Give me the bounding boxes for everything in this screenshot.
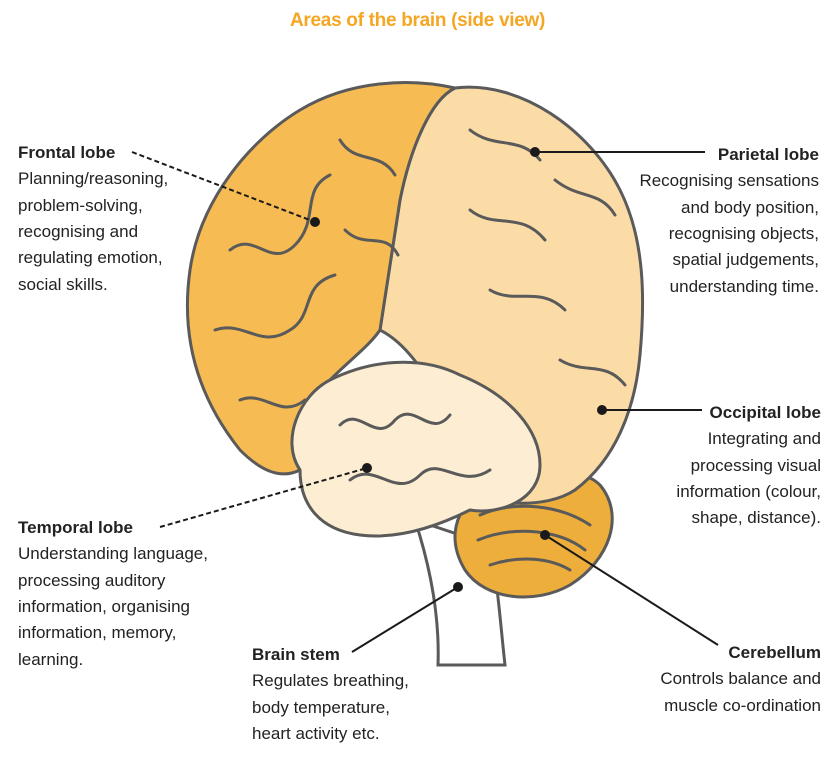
frontal-lobe-label: Frontal lobe Planning/reasoning, problem… <box>18 140 168 298</box>
cerebellum-pointer-dot <box>541 531 549 539</box>
temporal-pointer-dot <box>363 464 371 472</box>
frontal-lobe-name: Frontal lobe <box>18 140 168 166</box>
parietal-pointer-dot <box>531 148 539 156</box>
temporal-lobe-label: Temporal lobe Understanding language, pr… <box>18 515 208 673</box>
parietal-lobe-name: Parietal lobe <box>639 142 819 168</box>
parietal-lobe-label: Parietal lobe Recognising sensations and… <box>639 142 819 300</box>
temporal-lobe-name: Temporal lobe <box>18 515 208 541</box>
brain-stem-label: Brain stem Regulates breathing, body tem… <box>252 642 409 747</box>
brain-stem-desc: Regulates breathing, body temperature, h… <box>252 668 409 747</box>
cerebellum-pointer <box>545 535 718 645</box>
brain-stem-name: Brain stem <box>252 642 409 668</box>
occipital-lobe-desc: Integrating and processing visual inform… <box>676 426 821 531</box>
brainstem-pointer-dot <box>454 583 462 591</box>
parietal-lobe-desc: Recognising sensations and body position… <box>639 168 819 300</box>
occipital-pointer-dot <box>598 406 606 414</box>
occipital-lobe-label: Occipital lobe Integrating and processin… <box>676 400 821 532</box>
occipital-lobe-name: Occipital lobe <box>676 400 821 426</box>
cerebellum-desc: Controls balance and muscle co-ordinatio… <box>660 666 821 719</box>
frontal-pointer-dot <box>311 218 319 226</box>
cerebellum-label: Cerebellum Controls balance and muscle c… <box>660 640 821 719</box>
cerebellum-name: Cerebellum <box>660 640 821 666</box>
frontal-lobe-desc: Planning/reasoning, problem-solving, rec… <box>18 166 168 298</box>
temporal-lobe-desc: Understanding language, processing audit… <box>18 541 208 673</box>
